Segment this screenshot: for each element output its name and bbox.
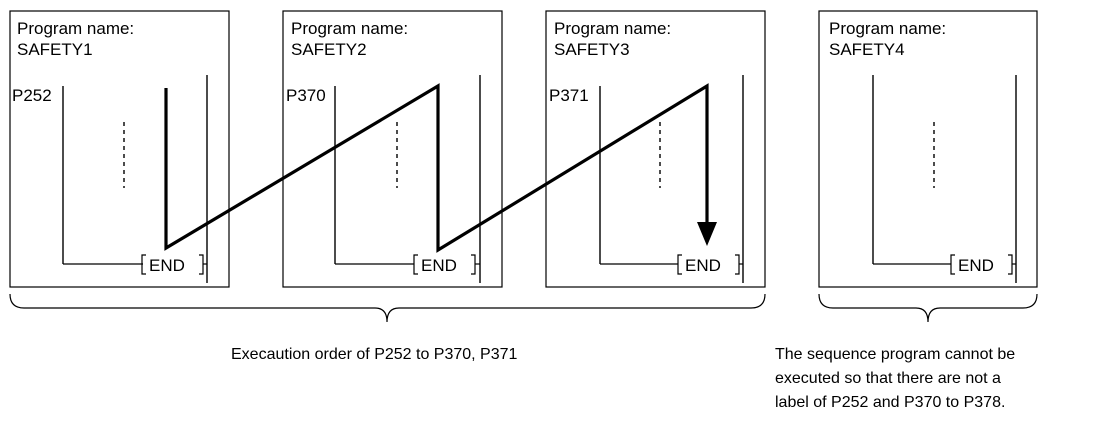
brace-program-4: [818, 293, 1038, 323]
program-frame: [818, 10, 1038, 288]
execution-arrow-head: [697, 222, 717, 246]
program-box-safety1: Program name: SAFETY1 P252 END: [9, 10, 230, 288]
program-box-safety4: Program name: SAFETY4 END: [818, 10, 1038, 288]
program-title: Program name:: [291, 19, 408, 38]
caption-execution-order: Execaution order of P252 to P370, P371: [231, 346, 518, 363]
end-instruction: END: [958, 256, 994, 275]
caption-not-executed-line2: executed so that there are not a: [775, 370, 1001, 387]
caption-not-executed-line1: The sequence program cannot be: [775, 346, 1015, 363]
program-name: SAFETY4: [829, 40, 905, 59]
program-name: SAFETY1: [17, 40, 93, 59]
program-box-safety2: Program name: SAFETY2 P370 END: [282, 10, 503, 288]
program-label: P252: [12, 86, 52, 105]
end-instruction: END: [421, 256, 457, 275]
program-frame: [9, 10, 230, 288]
end-instruction: END: [149, 256, 185, 275]
program-title: Program name:: [829, 19, 946, 38]
program-frame: [282, 10, 503, 288]
program-title: Program name:: [554, 19, 671, 38]
brace-programs-1-3: [9, 293, 766, 323]
program-label: P370: [286, 86, 326, 105]
program-name: SAFETY3: [554, 40, 630, 59]
program-box-safety3: Program name: SAFETY3 P371 END: [545, 10, 766, 288]
end-instruction: END: [685, 256, 721, 275]
program-name: SAFETY2: [291, 40, 367, 59]
program-title: Program name:: [17, 19, 134, 38]
program-frame: [545, 10, 766, 288]
execution-path-line: [164, 83, 709, 253]
caption-not-executed-line3: label of P252 and P370 to P378.: [775, 394, 1005, 411]
program-label: P371: [549, 86, 589, 105]
